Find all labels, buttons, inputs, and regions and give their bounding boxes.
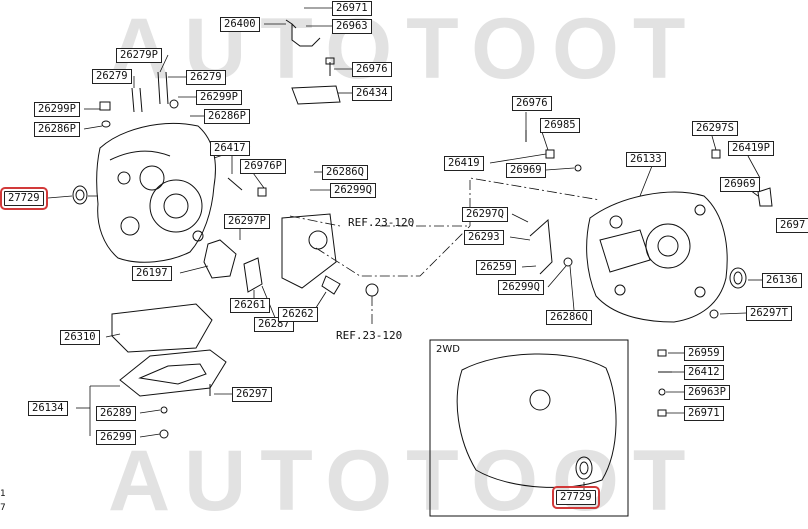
oil-pipe: [285, 19, 321, 47]
part-label: 26297: [232, 387, 272, 402]
part-label: 26297Q: [462, 207, 508, 222]
part-label: 26136: [762, 273, 802, 288]
part-label: 26969: [506, 163, 546, 178]
part-label: 26976: [352, 62, 392, 77]
part-label: 26133: [626, 152, 666, 167]
part-label: 26400: [220, 17, 260, 32]
part-label: 26297T: [746, 306, 792, 321]
part-label: 26286P: [34, 122, 80, 137]
part-label-highlighted: 27729: [552, 486, 600, 509]
part-label: 26419: [444, 156, 484, 171]
edge-mark: 7: [0, 503, 6, 513]
part-label: 26417: [210, 141, 250, 156]
part-label: 26261: [230, 298, 270, 313]
part-label: 26299P: [34, 102, 80, 117]
part-label: 26293: [464, 230, 504, 245]
part-label: 26971: [332, 1, 372, 16]
part-label: 26279P: [116, 48, 162, 63]
part-label: 26419P: [728, 141, 774, 156]
transmission-case-left: [96, 123, 216, 263]
part-label: 26297P: [224, 214, 270, 229]
oil-pan: [119, 349, 227, 397]
edge-mark: 1: [0, 489, 6, 499]
transmission-housing-right: [586, 191, 728, 323]
solenoid-cover: [291, 85, 341, 105]
part-label: 26976: [512, 96, 552, 111]
part-label: 26279: [92, 69, 132, 84]
part-label: 26289: [96, 406, 136, 421]
part-label: 26279: [186, 70, 226, 85]
part-label: 26310: [60, 330, 100, 345]
part-label: 2697: [776, 218, 808, 233]
part-label: 26297S: [692, 121, 738, 136]
part-label: 26959: [684, 346, 724, 361]
part-label: 26971: [684, 406, 724, 421]
part-label: 26286Q: [546, 310, 592, 325]
part-label: 26299: [96, 430, 136, 445]
part-label: 26286Q: [322, 165, 368, 180]
part-label: 26299P: [196, 90, 242, 105]
part-label: 26259: [476, 260, 516, 275]
part-label: 26299Q: [330, 183, 376, 198]
part-label-highlighted: 27729: [0, 187, 48, 210]
part-label: 26434: [352, 86, 392, 101]
part-label: 26412: [684, 365, 724, 380]
oil-pan-gasket: [111, 303, 213, 353]
oil-seal-left: [72, 185, 88, 205]
part-label: 26286P: [204, 109, 250, 124]
part-label: 26985: [540, 118, 580, 133]
watermark-bottom: AUTOTOOT: [108, 433, 700, 529]
part-label: 26976P: [240, 159, 286, 174]
part-label: 26299Q: [498, 280, 544, 295]
part-label: 26963: [332, 19, 372, 34]
oil-seal-right: [729, 267, 747, 289]
oil-seal-inset: [575, 456, 593, 480]
reference-note: REF.23-120: [348, 216, 415, 229]
part-label: 26262: [278, 307, 318, 322]
inset-frame: [429, 339, 629, 517]
part-label: 26969: [720, 177, 760, 192]
part-label: 26197: [132, 266, 172, 281]
inset-title: 2WD: [436, 344, 460, 355]
part-label: 26963P: [684, 385, 730, 400]
part-label: 26134: [28, 401, 68, 416]
reference-note: REF.23-120: [336, 329, 403, 342]
